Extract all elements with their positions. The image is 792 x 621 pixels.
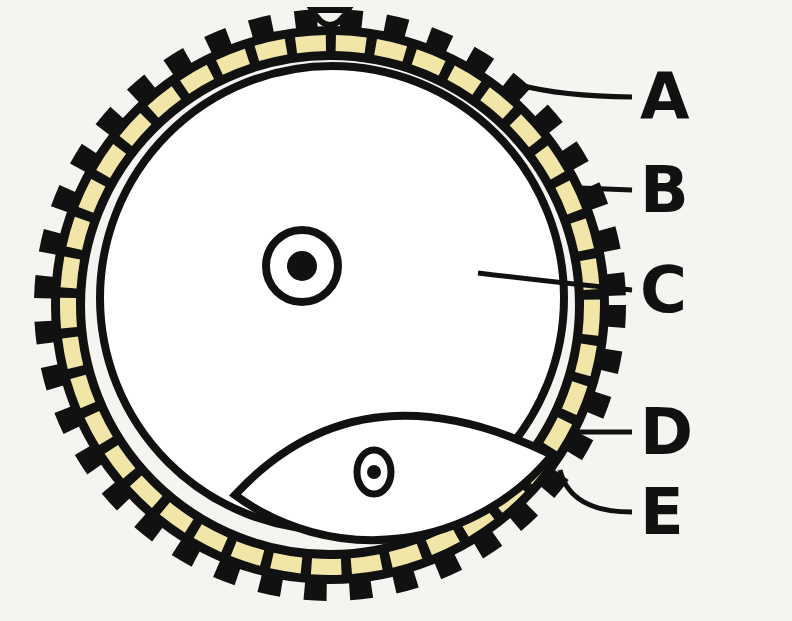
chain-links (68, 43, 592, 567)
callout-letter: D (640, 400, 693, 464)
leader-line (572, 430, 632, 435)
callout-letter: C (640, 258, 687, 322)
leader-line (560, 470, 632, 512)
sprocket-teeth (47, 22, 613, 588)
hub-ring (266, 230, 338, 302)
notch (312, 10, 348, 25)
callout-letter: A (640, 65, 690, 129)
leader-line (520, 85, 632, 97)
tensioner-plate (235, 416, 552, 540)
chain-band (68, 43, 592, 567)
leader-line (580, 188, 632, 190)
leader-line (478, 273, 632, 290)
pivot-hole (357, 450, 391, 494)
hub-center (287, 251, 317, 281)
callout-letter: B (640, 158, 689, 222)
callout-letter: E (640, 480, 684, 544)
pivot-center (367, 465, 381, 479)
